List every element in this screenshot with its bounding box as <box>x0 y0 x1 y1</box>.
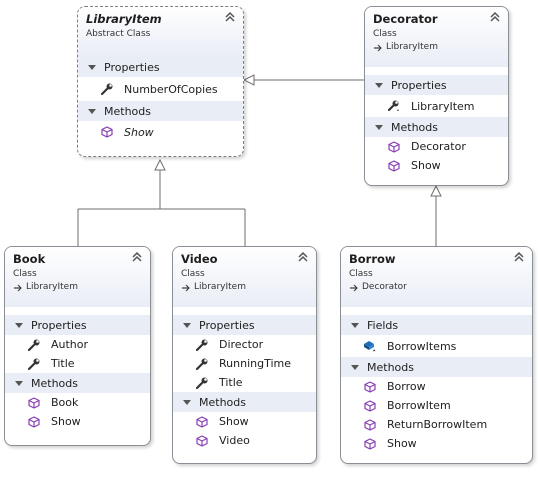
member-method[interactable]: Show <box>341 434 532 453</box>
class-borrow[interactable]: Borrow Class Decorator Fields BorrowItem… <box>340 246 533 464</box>
section-properties-header[interactable]: Properties <box>5 315 150 335</box>
collapse-chevron-icon[interactable] <box>297 251 309 263</box>
arrow-right-icon <box>14 284 22 291</box>
member-method[interactable]: Book <box>5 393 150 412</box>
protected-field-icon <box>364 341 376 352</box>
class-name: Video <box>181 252 218 266</box>
expand-triangle-icon[interactable] <box>375 124 383 130</box>
member-method[interactable]: Decorator <box>365 137 508 156</box>
class-stereotype: Class <box>13 269 37 279</box>
wrench-icon <box>195 377 208 389</box>
class-stereotype: Abstract Class <box>86 29 151 39</box>
wrench-icon <box>195 358 208 370</box>
base-class: LibraryItem <box>13 281 142 294</box>
expand-triangle-icon[interactable] <box>15 322 23 328</box>
method-cube-icon <box>28 415 40 428</box>
expand-triangle-icon[interactable] <box>351 364 359 370</box>
class-name: LibraryItem <box>86 12 162 26</box>
inheritance-arrowhead <box>430 184 442 197</box>
section-properties-header[interactable]: Properties <box>78 57 243 77</box>
class-name: Book <box>13 252 46 266</box>
member-property[interactable]: Title <box>5 354 150 373</box>
member-method[interactable]: Show <box>365 156 508 175</box>
member-method[interactable]: Show <box>78 121 243 143</box>
section-properties-header[interactable]: Properties <box>365 75 508 95</box>
class-header: Borrow Class Decorator <box>341 247 532 307</box>
method-cube-icon <box>101 126 113 138</box>
section-properties-header[interactable]: Properties <box>173 315 316 335</box>
member-property[interactable]: RunningTime <box>173 354 316 373</box>
section-methods-header[interactable]: Methods <box>365 117 508 137</box>
class-libraryitem[interactable]: LibraryItem Abstract Class Properties Nu… <box>77 6 244 157</box>
collapse-chevron-icon[interactable] <box>131 251 143 263</box>
class-header: LibraryItem Abstract Class <box>78 7 243 57</box>
collapse-chevron-icon[interactable] <box>513 251 525 263</box>
class-name: Decorator <box>373 12 438 26</box>
method-cube-icon <box>364 437 376 450</box>
base-class: LibraryItem <box>181 281 308 294</box>
expand-triangle-icon[interactable] <box>183 399 191 405</box>
expand-triangle-icon[interactable] <box>183 322 191 328</box>
member-method[interactable]: Borrow <box>341 377 532 396</box>
wrench-icon <box>27 339 40 351</box>
base-class: Decorator <box>349 281 524 294</box>
collapse-chevron-icon[interactable] <box>489 11 501 23</box>
class-video[interactable]: Video Class LibraryItem Properties Direc… <box>172 246 317 464</box>
arrow-right-icon <box>374 44 382 51</box>
class-decorator[interactable]: Decorator Class LibraryItem Properties L… <box>364 6 509 186</box>
method-cube-icon <box>196 434 208 447</box>
member-property[interactable]: LibraryItem <box>365 95 508 117</box>
expand-triangle-icon[interactable] <box>351 322 359 328</box>
section-methods-header[interactable]: Methods <box>341 357 532 377</box>
member-property[interactable]: Author <box>5 335 150 354</box>
section-fields-header[interactable]: Fields <box>341 315 532 335</box>
section-methods-header[interactable]: Methods <box>78 101 243 121</box>
class-stereotype: Class <box>181 269 205 279</box>
method-cube-icon <box>388 159 400 172</box>
member-method[interactable]: Video <box>173 431 316 450</box>
collapse-chevron-icon[interactable] <box>224 11 236 23</box>
class-header: Decorator Class LibraryItem <box>365 7 508 67</box>
method-cube-icon <box>364 380 376 393</box>
member-method[interactable]: ReturnBorrowItem <box>341 415 532 434</box>
inheritance-arrowhead <box>242 74 255 86</box>
wrench-icon <box>27 358 40 370</box>
member-property[interactable]: Title <box>173 373 316 392</box>
class-stereotype: Class <box>373 29 397 39</box>
class-name: Borrow <box>349 252 396 266</box>
expand-triangle-icon[interactable] <box>15 380 23 386</box>
method-cube-icon <box>28 396 40 409</box>
expand-triangle-icon[interactable] <box>88 64 96 70</box>
arrow-right-icon <box>350 284 358 291</box>
member-method[interactable]: Show <box>173 412 316 431</box>
method-cube-icon <box>388 140 400 153</box>
base-class: LibraryItem <box>373 41 500 54</box>
method-cube-icon <box>364 418 376 431</box>
class-header: Book Class LibraryItem <box>5 247 150 307</box>
method-cube-icon <box>196 415 208 428</box>
wrench-icon <box>100 83 113 96</box>
arrow-right-icon <box>182 284 190 291</box>
class-stereotype: Class <box>349 269 373 279</box>
member-method[interactable]: Show <box>5 412 150 431</box>
class-book[interactable]: Book Class LibraryItem Properties Author… <box>4 246 151 446</box>
protected-wrench-icon <box>387 100 399 112</box>
section-methods-header[interactable]: Methods <box>5 373 150 393</box>
inheritance-arrowhead <box>154 158 166 171</box>
method-cube-icon <box>364 399 376 412</box>
member-property[interactable]: Director <box>173 335 316 354</box>
wrench-icon <box>195 339 208 351</box>
expand-triangle-icon[interactable] <box>375 82 383 88</box>
member-field[interactable]: BorrowItems <box>341 335 532 357</box>
section-methods-header[interactable]: Methods <box>173 392 316 412</box>
class-header: Video Class LibraryItem <box>173 247 316 307</box>
expand-triangle-icon[interactable] <box>88 108 96 114</box>
member-property[interactable]: NumberOfCopies <box>78 77 243 101</box>
member-method[interactable]: BorrowItem <box>341 396 532 415</box>
